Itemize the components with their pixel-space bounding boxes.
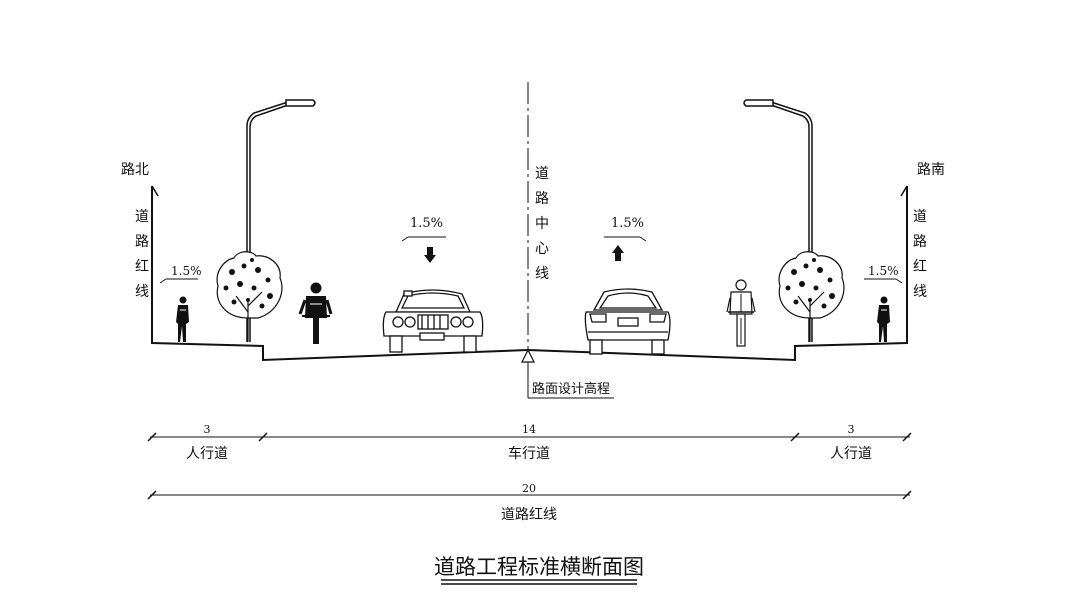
slope-marker-right-carriageway: 1.5% <box>604 216 647 261</box>
svg-text:道: 道 <box>135 209 149 225</box>
slope-marker-right-sidewalk: 1.5% <box>864 264 903 284</box>
car-left-front-view <box>382 289 484 353</box>
dimension-row: 3 人行道 14 车行道 3 人行道 <box>147 423 912 462</box>
left-side-label: 路北 <box>121 162 149 178</box>
triangle-marker-icon <box>521 348 535 363</box>
svg-text:路: 路 <box>913 234 927 250</box>
center-line-label: 道 路 中 心 线 <box>535 166 549 282</box>
dim-label-left-sidewalk: 人行道 <box>186 446 228 462</box>
slope-marker-left-carriageway: 1.5% <box>401 216 446 263</box>
tree-right <box>778 251 845 342</box>
slope-label-left-carriageway: 1.5% <box>410 216 443 231</box>
right-red-line-label: 道 路 红 线 <box>913 209 927 300</box>
svg-text:中: 中 <box>535 216 549 232</box>
left-red-line-label: 道 路 红 线 <box>135 209 149 300</box>
total-dimension-row: 20 道路红线 <box>147 482 912 523</box>
dim-label-carriageway: 车行道 <box>508 445 550 462</box>
dim-value-right-sidewalk: 3 <box>848 423 855 436</box>
dim-value-left-sidewalk: 3 <box>204 423 211 436</box>
right-side-label: 路南 <box>917 162 945 178</box>
svg-text:线: 线 <box>135 284 149 300</box>
street-lamp-left <box>246 99 316 342</box>
svg-text:红: 红 <box>913 259 927 275</box>
red-line-ticks <box>151 185 908 197</box>
svg-text:线: 线 <box>913 284 927 300</box>
arrow-down-icon <box>424 247 436 263</box>
total-dim-label: 道路红线 <box>501 507 557 523</box>
pedestrian-right <box>877 296 890 342</box>
dim-label-right-sidewalk: 人行道 <box>830 446 872 462</box>
slope-label-right-sidewalk: 1.5% <box>868 264 899 278</box>
cyclist-right <box>726 279 756 347</box>
pedestrian-left <box>176 296 189 342</box>
design-elevation-label: 路面设计高程 <box>532 381 610 397</box>
svg-text:道: 道 <box>535 166 549 182</box>
dim-value-carriageway: 14 <box>522 423 536 436</box>
svg-text:路: 路 <box>135 234 149 250</box>
svg-text:路: 路 <box>535 191 549 207</box>
svg-text:线: 线 <box>535 266 549 282</box>
slope-label-right-carriageway: 1.5% <box>611 216 644 231</box>
arrow-up-icon <box>612 245 624 261</box>
car-right-rear-view <box>584 288 671 355</box>
diagram-title: 道路工程标准横断面图 <box>434 555 644 579</box>
svg-text:红: 红 <box>135 259 149 275</box>
tree-left <box>216 251 283 342</box>
slope-label-left-sidewalk: 1.5% <box>171 264 202 278</box>
svg-text:心: 心 <box>535 241 549 257</box>
total-dim-value: 20 <box>522 482 536 495</box>
street-lamp-right <box>743 99 813 342</box>
cyclist-left <box>298 282 333 344</box>
svg-text:道: 道 <box>913 209 927 225</box>
design-elevation-marker: 路面设计高程 <box>521 348 614 399</box>
slope-marker-left-sidewalk: 1.5% <box>159 264 202 284</box>
